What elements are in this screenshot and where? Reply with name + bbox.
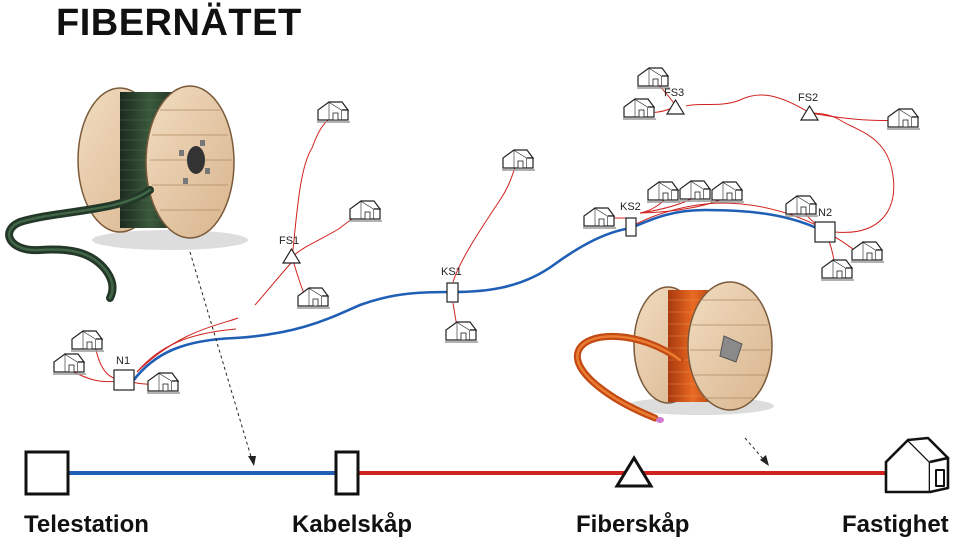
house-icon <box>636 67 671 89</box>
legend-telestation-icon <box>24 450 70 496</box>
pointer-arrow-orange-reel <box>744 437 765 461</box>
node-n1-label: N1 <box>116 355 130 367</box>
node-fs2-triangle <box>799 104 820 121</box>
arrowhead-green-reel <box>248 456 256 466</box>
node-fs3-triangle <box>665 98 686 115</box>
node-fs3-label: FS3 <box>664 87 684 99</box>
house-icon <box>316 101 351 123</box>
legend-label-fastighet: Fastighet <box>842 511 949 538</box>
legend-fastighet-icon <box>884 436 950 494</box>
feeder-cable <box>131 208 826 382</box>
pointer-arrow-green-reel <box>189 251 253 461</box>
house-icon <box>52 353 87 375</box>
legend-label-telestation: Telestation <box>24 511 149 538</box>
house-icon <box>348 200 383 222</box>
node-fs2-label: FS2 <box>798 92 818 104</box>
legend-diagram <box>24 436 950 496</box>
node-ks1-label: KS1 <box>441 266 462 278</box>
house-icon <box>582 207 617 229</box>
node-fs1-triangle <box>281 247 302 264</box>
house-icon <box>820 259 855 281</box>
feeder-cable-red-overlay-n1 <box>136 328 237 373</box>
node-ks1-box <box>446 282 459 303</box>
house-icon <box>622 98 657 120</box>
node-n2-box <box>814 221 836 243</box>
pointer-arrows <box>189 251 769 466</box>
legend-fiberskap-icon <box>614 455 654 488</box>
house-icon <box>710 181 745 203</box>
node-ks2-box <box>625 217 637 237</box>
network-nodes: N1 N2 KS1 KS2 FS1 FS2 FS3 <box>113 87 836 391</box>
house-icon <box>444 321 479 343</box>
legend-kabelskap-icon <box>334 450 360 496</box>
house-icon <box>146 372 181 394</box>
orange-cable-reel-illustration <box>573 281 774 423</box>
node-ks2-label: KS2 <box>620 201 641 213</box>
house-icon <box>886 108 921 130</box>
house-icon <box>501 149 536 171</box>
house-icon <box>784 195 819 217</box>
house-icon <box>678 180 713 202</box>
node-n1-box <box>113 369 135 391</box>
legend-label-fiberskap: Fiberskåp <box>576 511 690 538</box>
node-fs1-label: FS1 <box>279 235 299 247</box>
house-icon <box>850 241 885 263</box>
feeder-cable-red-overlay <box>635 202 823 229</box>
arrowhead-orange-reel <box>760 455 769 466</box>
house-icon <box>296 287 331 309</box>
house-icon <box>70 330 105 352</box>
node-n2-label: N2 <box>818 207 832 219</box>
house-icon <box>646 181 681 203</box>
page-title: FIBERNÄTET <box>56 2 302 44</box>
green-cable-reel-illustration <box>5 85 248 302</box>
legend-label-kabelskap: Kabelskåp <box>292 511 413 538</box>
